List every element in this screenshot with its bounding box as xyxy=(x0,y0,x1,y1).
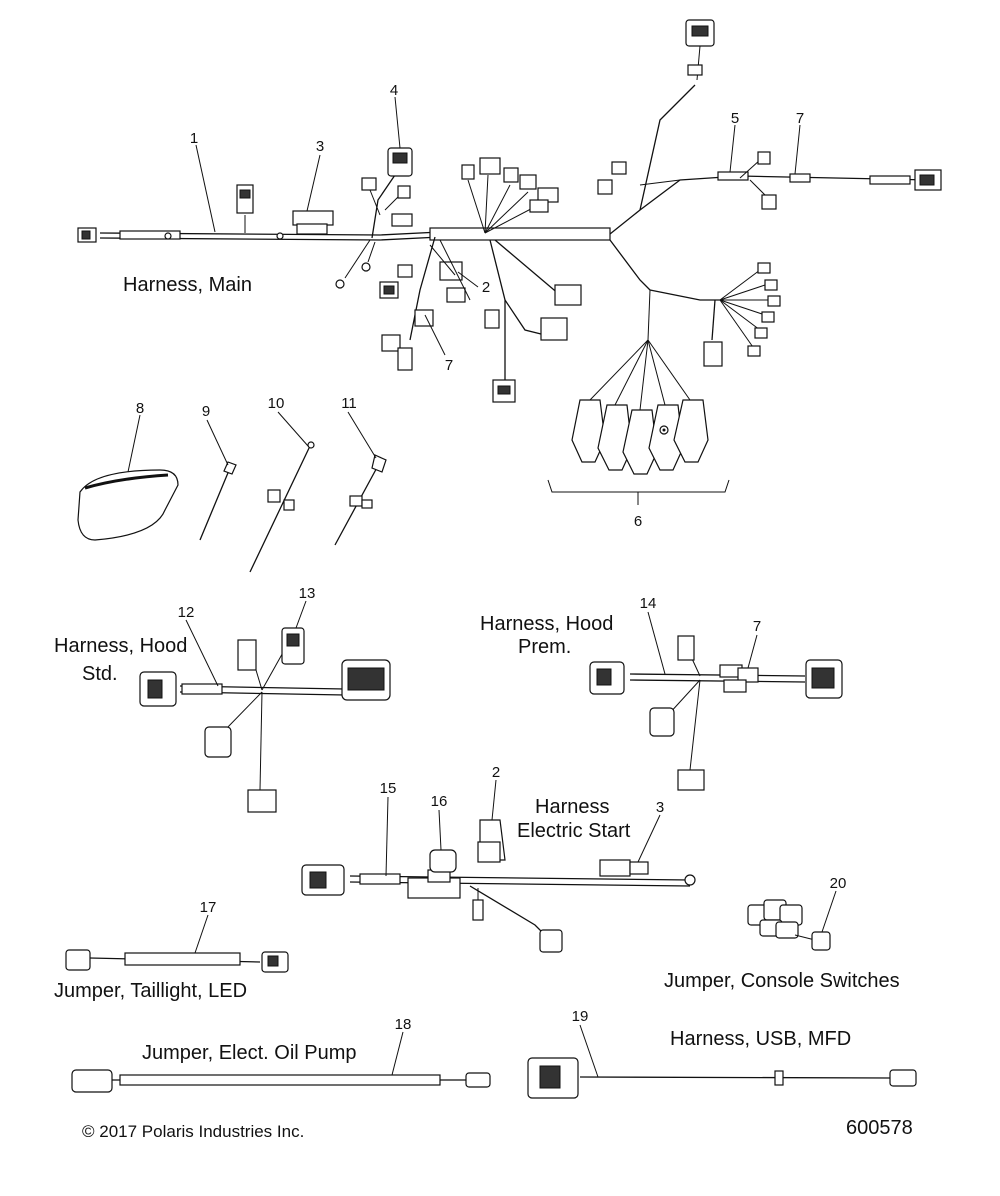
callout-18: 18 xyxy=(395,1016,412,1033)
cable-tie xyxy=(199,461,237,541)
label-elec-start-line1: Harness xyxy=(535,796,609,818)
callout-14: 14 xyxy=(640,595,657,612)
footer: © 2017 Polaris Industries Inc. 600578 xyxy=(82,1117,913,1141)
label-oil-pump: Jumper, Elect. Oil Pump xyxy=(142,1042,357,1064)
callout-20: 20 xyxy=(830,875,847,892)
temperature-sensors xyxy=(547,399,730,505)
label-hood-prem-line1: Harness, Hood xyxy=(480,613,613,635)
taillight-jumper xyxy=(65,949,289,973)
callout-5: 5 xyxy=(731,110,739,127)
callout-11: 11 xyxy=(341,395,357,412)
callout-4: 4 xyxy=(390,82,398,99)
label-taillight: Jumper, Taillight, LED xyxy=(54,980,247,1002)
callout-3: 3 xyxy=(316,138,324,155)
callout-7: 7 xyxy=(796,110,804,127)
callout-2: 2 xyxy=(482,279,490,296)
electric-start-harness xyxy=(301,819,696,953)
usb-harness xyxy=(527,1057,917,1099)
callout-19: 19 xyxy=(572,1008,589,1025)
callout-13: 13 xyxy=(299,585,316,602)
label-usb: Harness, USB, MFD xyxy=(670,1028,851,1050)
label-hood-prem-line2: Prem. xyxy=(518,636,571,658)
callout-1: 1 xyxy=(190,130,198,147)
callout-12: 12 xyxy=(178,604,195,621)
callout-numbers: 1 3 4 5 7 2 7 6 8 9 10 11 12 13 14 7 15 … xyxy=(136,82,847,1033)
callout-3: 3 xyxy=(656,799,664,816)
cable-tie-push-mount xyxy=(334,454,387,546)
callout-9: 9 xyxy=(202,403,210,420)
main-harness xyxy=(77,19,942,411)
callout-7: 7 xyxy=(445,357,453,374)
copyright-text: © 2017 Polaris Industries Inc. xyxy=(82,1122,304,1141)
oil-pump-jumper xyxy=(71,1069,491,1093)
callout-6: 6 xyxy=(634,513,642,530)
hood-harness-std xyxy=(139,627,391,813)
harness-labels: Harness, Main Harness, Hood Std. Harness… xyxy=(54,274,900,1064)
leader-lines xyxy=(127,96,837,1078)
label-elec-start-line2: Electric Start xyxy=(517,820,631,842)
label-hood-std-line1: Harness, Hood xyxy=(54,635,187,657)
label-console-switches: Jumper, Console Switches xyxy=(664,970,900,992)
cable-tie-with-clip xyxy=(249,441,315,573)
callout-2: 2 xyxy=(492,764,500,781)
figure-id: 600578 xyxy=(846,1117,913,1139)
label-harness-main: Harness, Main xyxy=(123,274,252,296)
callout-8: 8 xyxy=(136,400,144,417)
hood-harness-prem xyxy=(589,635,843,791)
conduit-sleeve xyxy=(77,469,179,541)
console-switch-jumper xyxy=(747,899,831,951)
callout-7: 7 xyxy=(753,618,761,635)
callout-17: 17 xyxy=(200,899,217,916)
callout-16: 16 xyxy=(431,793,448,810)
callout-10: 10 xyxy=(268,395,285,412)
label-hood-std-line2: Std. xyxy=(82,663,118,685)
callout-15: 15 xyxy=(380,780,397,797)
